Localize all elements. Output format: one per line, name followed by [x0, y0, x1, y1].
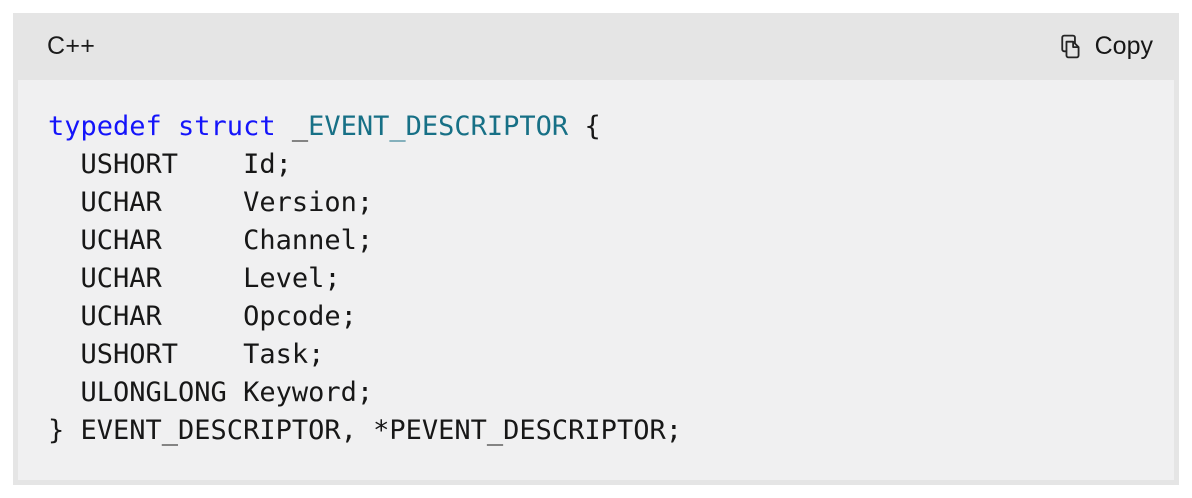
code-line: UCHAR Version; [48, 187, 374, 218]
code-content: typedef struct _EVENT_DESCRIPTOR { USHOR… [18, 80, 1174, 480]
code-line: typedef struct _EVENT_DESCRIPTOR { [48, 111, 601, 142]
code-line: UCHAR Opcode; [48, 301, 357, 332]
copy-button-label: Copy [1094, 32, 1153, 60]
code-line: UCHAR Level; [48, 263, 341, 294]
code-line: } EVENT_DESCRIPTOR, *PEVENT_DESCRIPTOR; [48, 415, 682, 446]
code-lines: typedef struct _EVENT_DESCRIPTOR { USHOR… [48, 108, 1154, 450]
code-line: UCHAR Channel; [48, 225, 374, 256]
code-block: C++ Copy typedef struct _EVENT_DESCRIPTO… [13, 13, 1179, 485]
copy-button[interactable]: Copy [1051, 30, 1157, 63]
copy-icon [1055, 32, 1084, 61]
code-block-header: C++ Copy [18, 13, 1174, 80]
code-line: USHORT Task; [48, 339, 325, 370]
language-label: C++ [47, 32, 96, 60]
code-line: USHORT Id; [48, 149, 292, 180]
code-line: ULONGLONG Keyword; [48, 377, 374, 408]
